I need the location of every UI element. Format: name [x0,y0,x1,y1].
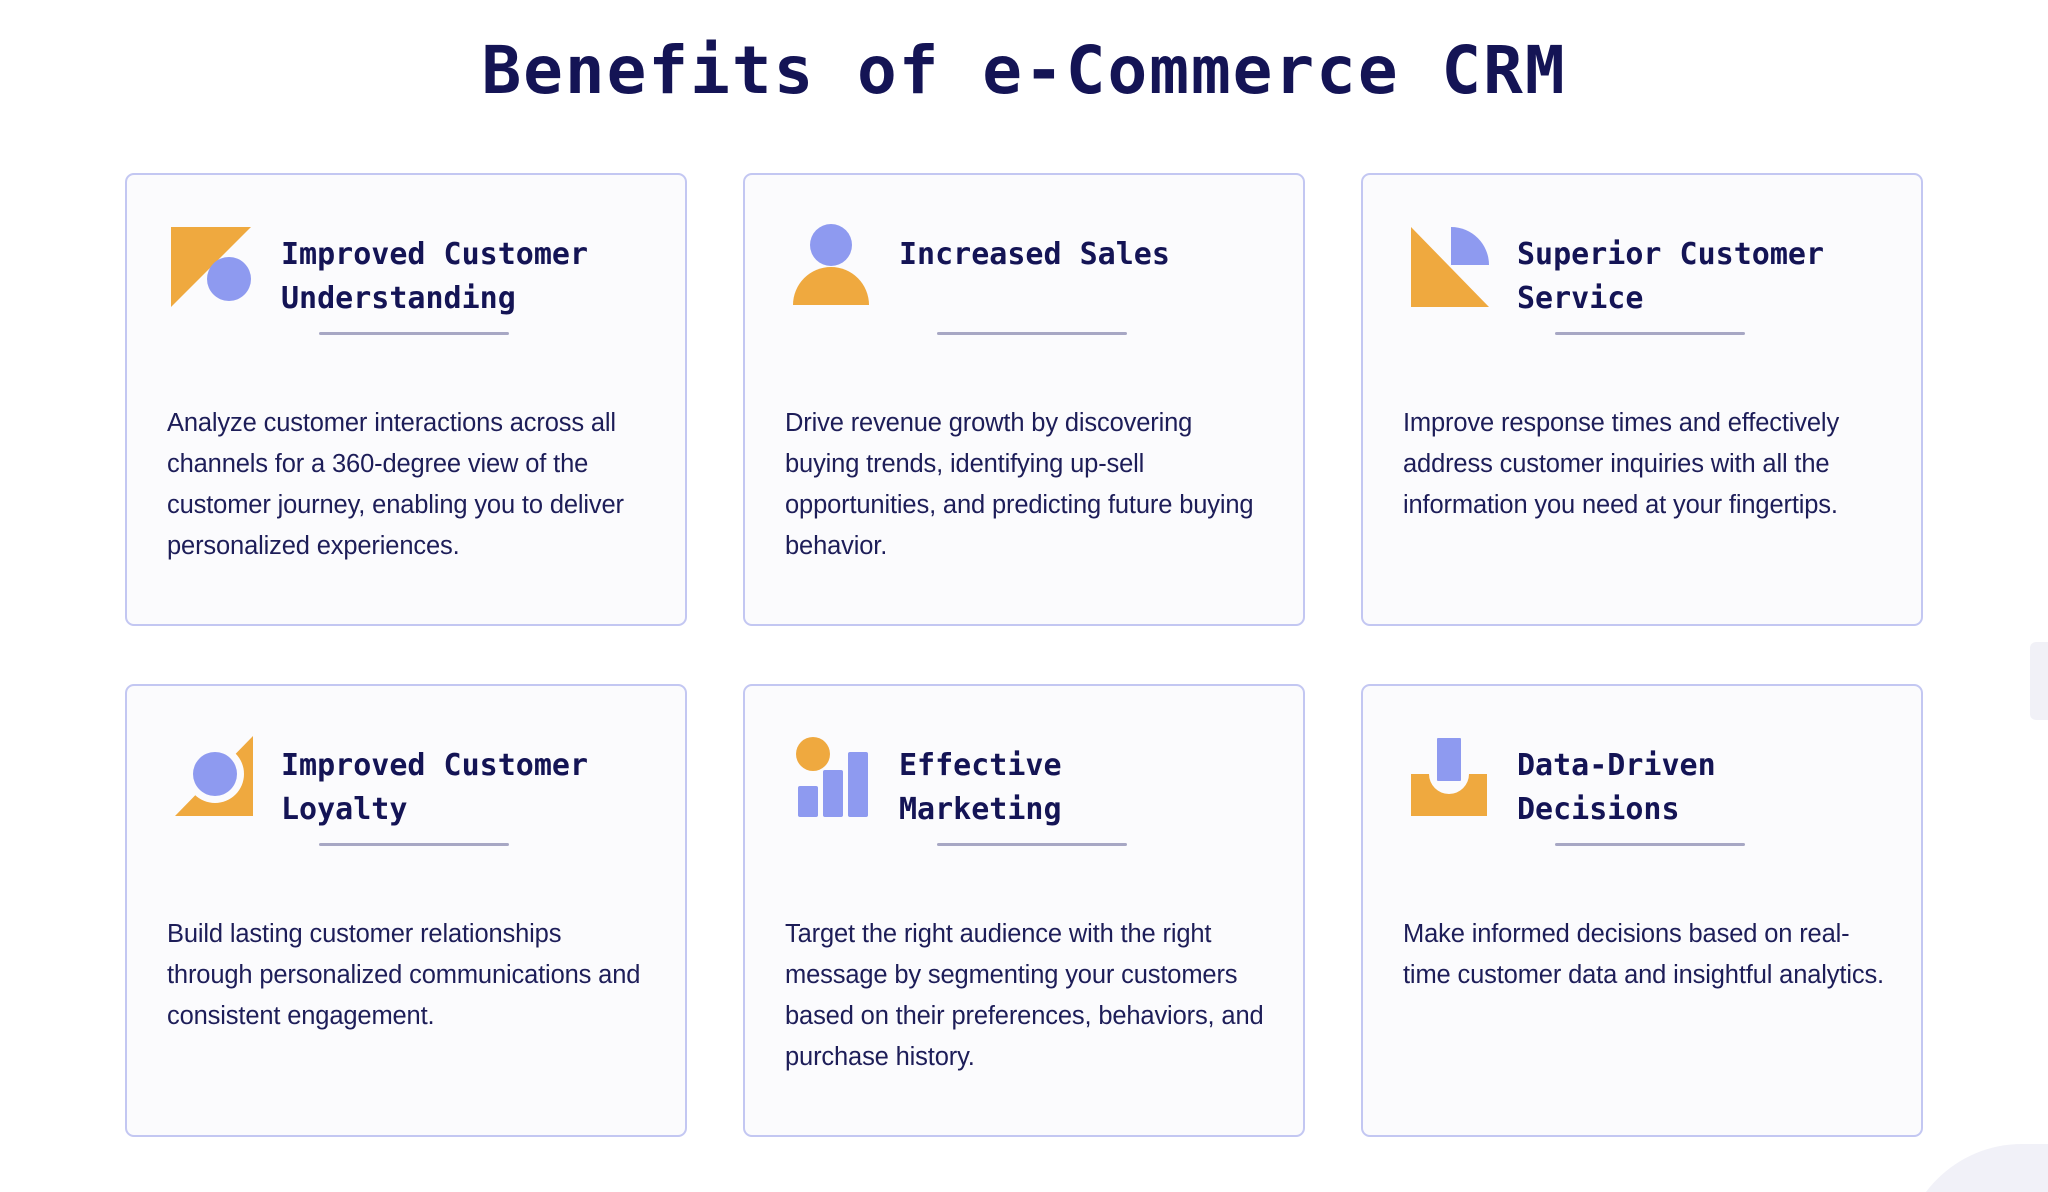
right-edge-scroll-handle[interactable] [2030,642,2048,720]
card-divider [937,842,1127,846]
page-title: Benefits of e-Commerce CRM [481,32,1567,109]
benefit-card-improved-customer-understanding[interactable]: Improved Customer Understanding Analyze … [125,172,687,626]
benefit-card-improved-customer-loyalty[interactable]: Improved Customer Loyalty Build lasting … [125,683,687,1137]
card-header: Superior Customer Service [1403,219,1881,321]
benefit-card-superior-customer-service[interactable]: Superior Customer Service Improve respon… [1361,172,1923,626]
card-divider [1555,331,1745,335]
card-title: Improved Customer Loyalty [281,747,589,827]
triangle-circle-icon [167,221,259,313]
card-title: Increased Sales [899,236,1170,272]
card-title: Superior Customer Service [1517,236,1825,316]
card-header: Improved Customer Understanding [167,219,645,321]
bar-chart-icon [785,732,877,824]
card-title: Effective Marketing [899,747,1062,827]
benefit-card-effective-marketing[interactable]: Effective Marketing Target the right aud… [743,683,1305,1137]
card-header: Data-Driven Decisions [1403,730,1881,832]
card-divider [319,842,509,846]
card-title: Data-Driven Decisions [1517,747,1716,827]
card-body-text: Analyze customer interactions across all… [167,408,624,561]
card-header: Effective Marketing [785,730,1263,832]
card-body-text: Target the right audience with the right… [785,919,1264,1072]
benefit-card-data-driven-decisions[interactable]: Data-Driven Decisions Make informed deci… [1361,683,1923,1137]
card-body-text: Improve response times and effectively a… [1403,408,1840,520]
card-divider [937,331,1127,335]
corner-decoration [1902,1144,2048,1192]
card-divider [1555,842,1745,846]
card-header: Improved Customer Loyalty [167,730,645,832]
triangle-ring-circle-icon [167,732,259,824]
card-title: Improved Customer Understanding [281,236,589,316]
triangle-quarter-circle-icon [1403,221,1495,313]
card-body-text: Drive revenue growth by discovering buyi… [785,408,1254,561]
benefits-card-grid: Improved Customer Understanding Analyze … [0,172,2048,1137]
card-body-text: Make informed decisions based on real-ti… [1403,919,1884,989]
inbox-download-icon [1403,732,1495,824]
card-header: Increased Sales [785,219,1263,313]
card-divider [319,331,509,335]
person-icon [785,221,877,313]
card-body-text: Build lasting customer relationships thr… [167,919,641,1031]
benefit-card-increased-sales[interactable]: Increased Sales Drive revenue growth by … [743,172,1305,626]
